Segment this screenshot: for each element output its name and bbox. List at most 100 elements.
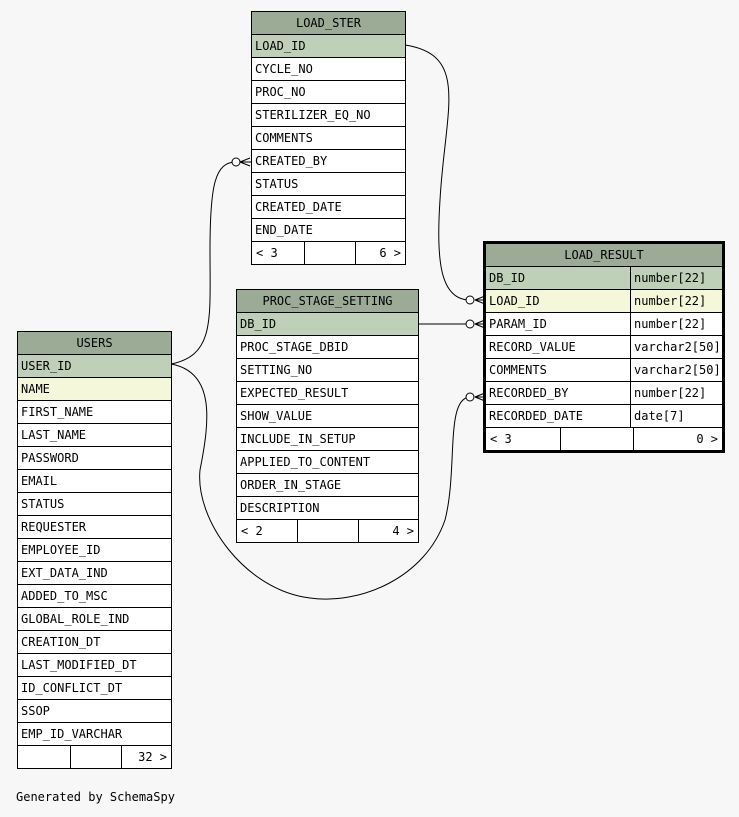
column-name: PASSWORD (21, 451, 79, 465)
column-name: STERILIZER_EQ_NO (255, 108, 371, 122)
link-end-circle (465, 319, 475, 329)
column-name: EMPLOYEE_ID (21, 543, 101, 557)
link-users-to-load-ster (170, 161, 237, 365)
column-row[interactable]: FIRST_NAME (18, 401, 171, 424)
column-name: SHOW_VALUE (240, 409, 313, 423)
column-name: LOAD_ID (255, 39, 306, 53)
column-row[interactable]: CREATION_DT (18, 631, 171, 654)
column-row[interactable]: END_DATE (252, 219, 405, 242)
child-count[interactable]: 0 > (696, 432, 718, 446)
column-name: EXPECTED_RESULT (240, 386, 349, 400)
column-row[interactable]: NAME (18, 378, 171, 401)
column-row[interactable]: SHOW_VALUE (237, 405, 418, 428)
column-row[interactable]: APPLIED_TO_CONTENT (237, 451, 418, 474)
column-name: FIRST_NAME (21, 405, 94, 419)
column-row[interactable]: STERILIZER_EQ_NO (252, 104, 405, 127)
column-name: DB_ID (489, 271, 526, 285)
column-row[interactable]: LAST_NAME (18, 424, 171, 447)
column-row[interactable]: ID_CONFLICT_DT (18, 677, 171, 700)
column-row[interactable]: LAST_MODIFIED_DT (18, 654, 171, 677)
parent-count[interactable] (18, 746, 71, 768)
column-name: GLOBAL_ROLE_IND (21, 612, 130, 626)
column-name: STATUS (255, 177, 299, 191)
column-name: PROC_STAGE_DBID (240, 340, 349, 354)
column-type: date[7] (630, 405, 722, 427)
column-name: CREATION_DT (21, 635, 101, 649)
table-load-result[interactable]: LOAD_RESULT DB_ID number[22] LOAD_ID num… (483, 241, 725, 453)
column-row[interactable]: RECORDED_DATE date[7] (486, 405, 722, 428)
column-type: number[22] (630, 382, 722, 404)
column-name: COMMENTS (255, 131, 313, 145)
column-row[interactable]: USER_ID (18, 355, 171, 378)
link-load-ster-to-load-result (404, 44, 471, 301)
child-count[interactable]: 6 > (379, 246, 401, 260)
column-name: ORDER_IN_STAGE (240, 478, 342, 492)
column-name: ADDED_TO_MSC (21, 589, 108, 603)
table-title[interactable]: LOAD_STER (252, 12, 405, 35)
generated-by-text: Generated by SchemaSpy (16, 790, 175, 804)
column-row[interactable]: COMMENTS (252, 127, 405, 150)
column-name: CREATED_BY (255, 154, 328, 168)
column-type: varchar2[50] (630, 336, 722, 358)
table-footer: < 3 6 > (252, 242, 405, 264)
column-type: number[22] (630, 313, 722, 335)
column-name: LAST_MODIFIED_DT (21, 658, 137, 672)
column-row[interactable]: STATUS (252, 173, 405, 196)
column-name: SETTING_NO (240, 363, 313, 377)
column-row[interactable]: REQUESTER (18, 516, 171, 539)
column-name: RECORDED_BY (489, 386, 569, 400)
child-count[interactable]: 32 > (138, 750, 167, 764)
column-name: DB_ID (240, 317, 277, 331)
column-name: REQUESTER (21, 520, 87, 534)
table-footer: < 2 4 > (237, 520, 418, 542)
column-type: number[22] (630, 267, 722, 289)
column-row[interactable]: EMPLOYEE_ID (18, 539, 171, 562)
table-title[interactable]: USERS (18, 332, 171, 355)
column-row[interactable]: PARAM_ID number[22] (486, 313, 722, 336)
column-row[interactable]: SETTING_NO (237, 359, 418, 382)
column-row[interactable]: DB_ID (237, 313, 418, 336)
column-row[interactable]: GLOBAL_ROLE_IND (18, 608, 171, 631)
table-footer: 32 > (18, 746, 171, 768)
column-row[interactable]: EMP_ID_VARCHAR (18, 723, 171, 746)
column-name: NAME (21, 382, 50, 396)
table-proc-stage-setting[interactable]: PROC_STAGE_SETTING DB_ID PROC_STAGE_DBID… (236, 289, 419, 543)
column-name: COMMENTS (489, 363, 547, 377)
column-row[interactable]: EXT_DATA_IND (18, 562, 171, 585)
column-row[interactable]: PROC_STAGE_DBID (237, 336, 418, 359)
column-row[interactable]: RECORD_VALUE varchar2[50] (486, 336, 722, 359)
column-row[interactable]: DESCRIPTION (237, 497, 418, 520)
column-row[interactable]: ORDER_IN_STAGE (237, 474, 418, 497)
parent-count[interactable]: < 2 (237, 520, 298, 542)
column-row[interactable]: STATUS (18, 493, 171, 516)
column-row[interactable]: LOAD_ID number[22] (486, 290, 722, 313)
column-row[interactable]: CREATED_DATE (252, 196, 405, 219)
column-row[interactable]: RECORDED_BY number[22] (486, 382, 722, 405)
parent-count[interactable]: < 3 (486, 428, 561, 450)
column-row[interactable]: ADDED_TO_MSC (18, 585, 171, 608)
table-load-ster[interactable]: LOAD_STER LOAD_ID CYCLE_NO PROC_NO STERI… (251, 11, 406, 265)
column-name: CYCLE_NO (255, 62, 313, 76)
table-users[interactable]: USERS USER_ID NAME FIRST_NAME LAST_NAME … (17, 331, 172, 769)
column-row[interactable]: EXPECTED_RESULT (237, 382, 418, 405)
column-row[interactable]: PROC_NO (252, 81, 405, 104)
link-end-circle (465, 295, 475, 305)
column-name: STATUS (21, 497, 65, 511)
table-title[interactable]: LOAD_RESULT (486, 244, 722, 267)
column-row[interactable]: LOAD_ID (252, 35, 405, 58)
table-title[interactable]: PROC_STAGE_SETTING (237, 290, 418, 313)
column-name: EMAIL (21, 474, 58, 488)
link-users-to-load-result (170, 363, 471, 600)
column-row[interactable]: INCLUDE_IN_SETUP (237, 428, 418, 451)
child-count[interactable]: 4 > (392, 524, 414, 538)
column-row[interactable]: PASSWORD (18, 447, 171, 470)
column-name: PARAM_ID (489, 317, 547, 331)
column-row[interactable]: DB_ID number[22] (486, 267, 722, 290)
column-row[interactable]: SSOP (18, 700, 171, 723)
column-row[interactable]: CREATED_BY (252, 150, 405, 173)
column-row[interactable]: EMAIL (18, 470, 171, 493)
parent-count[interactable]: < 3 (252, 242, 305, 264)
column-name: EXT_DATA_IND (21, 566, 108, 580)
column-row[interactable]: COMMENTS varchar2[50] (486, 359, 722, 382)
column-row[interactable]: CYCLE_NO (252, 58, 405, 81)
